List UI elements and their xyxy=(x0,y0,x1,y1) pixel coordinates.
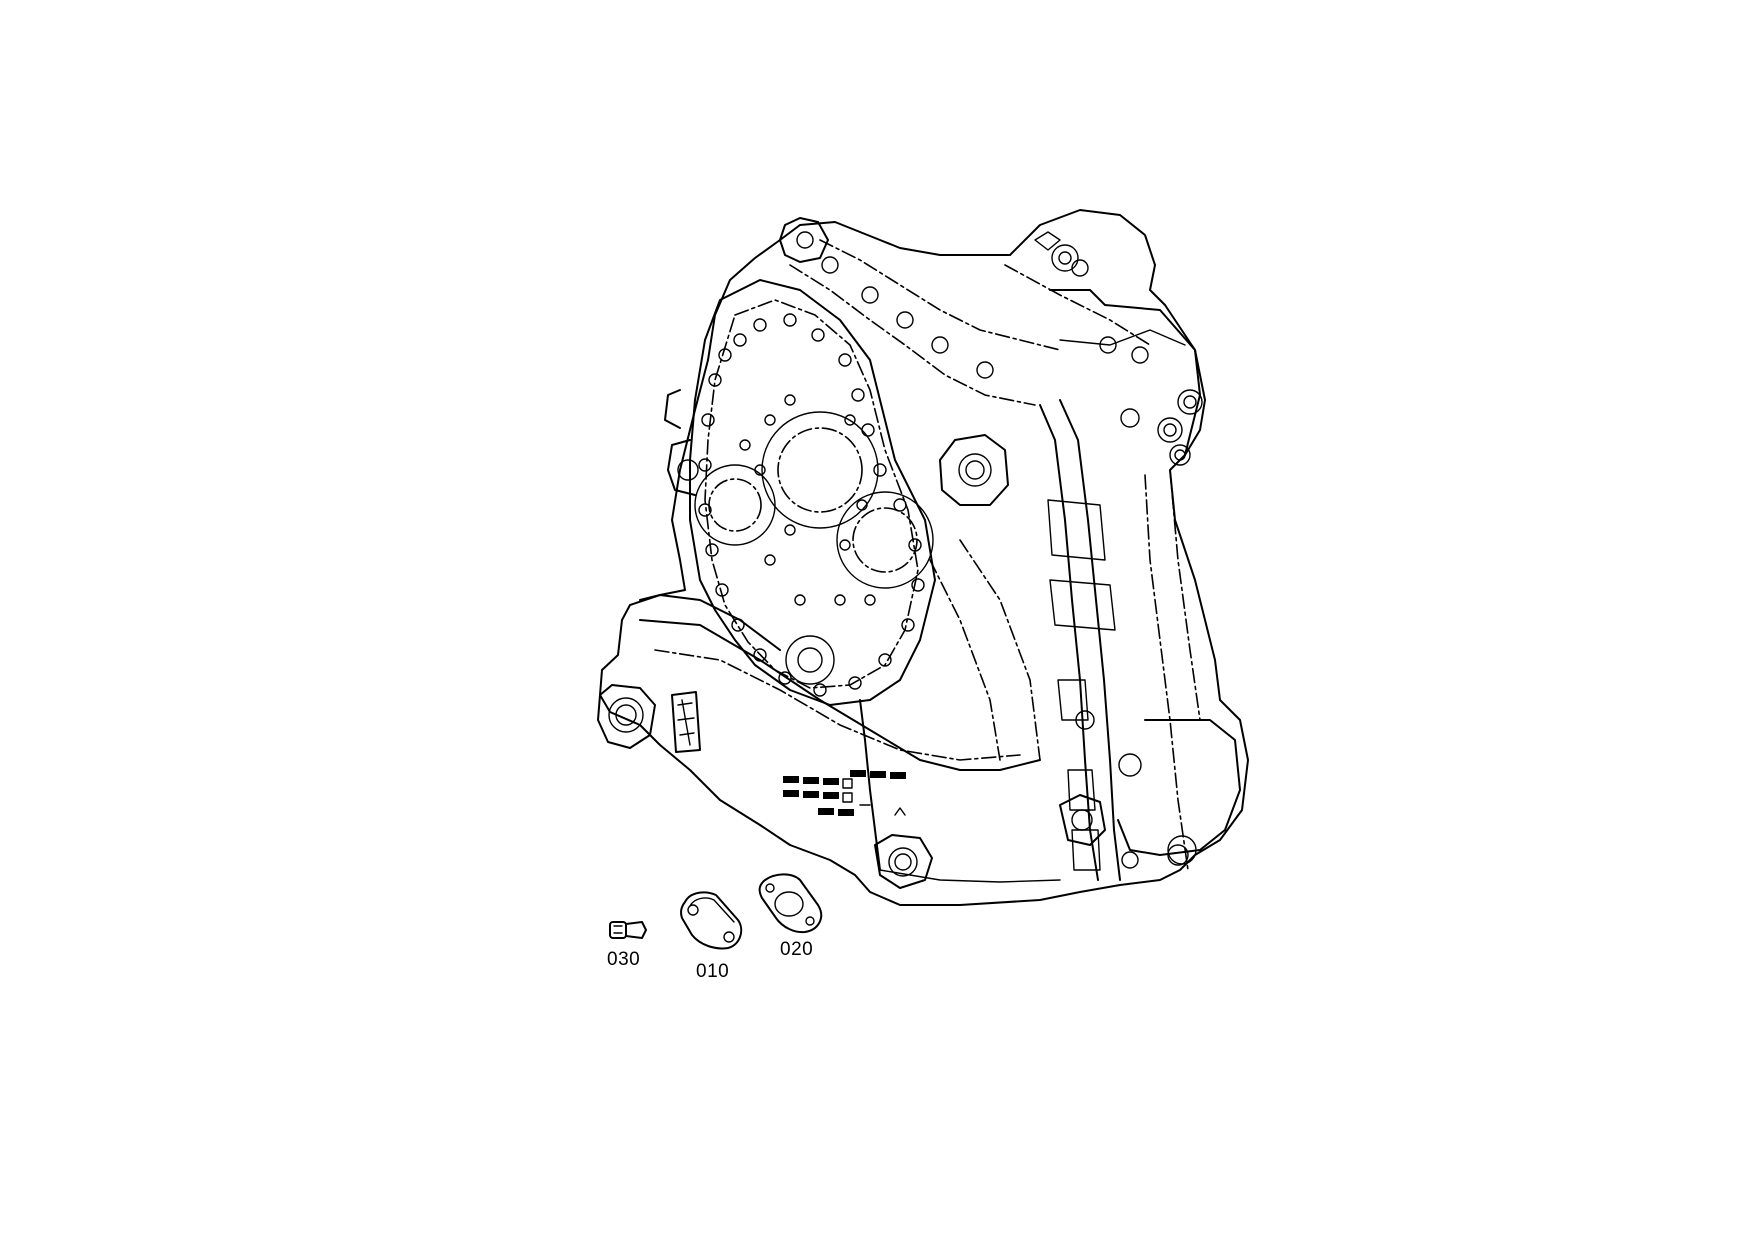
gasket-icon xyxy=(758,873,823,934)
transmission-housing xyxy=(597,209,1249,906)
flange-bolt-holes xyxy=(698,313,925,697)
part-number-020: 020 xyxy=(780,939,814,960)
bolt-icon xyxy=(609,921,647,939)
cover-plate-icon xyxy=(680,891,743,950)
part-number-010: 010 xyxy=(696,961,730,982)
logo-plate xyxy=(671,691,701,753)
stamped-marks xyxy=(783,770,906,816)
part-number-030: 030 xyxy=(607,949,641,970)
